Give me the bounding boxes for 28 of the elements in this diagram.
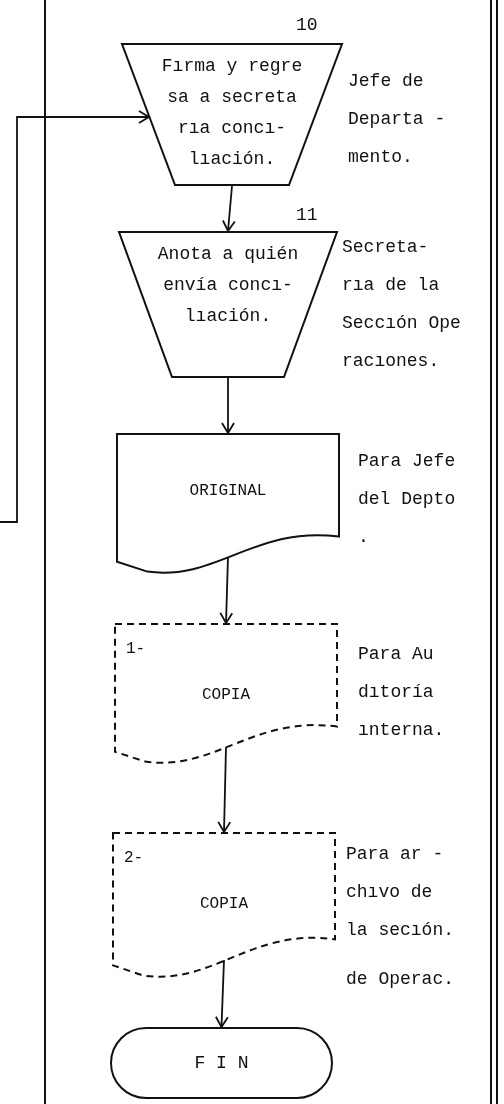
side-note: Para Au dıtoría ınterna. [358,643,446,742]
node-text: F I N [194,1052,249,1074]
document-shape [116,433,340,573]
document-shape [112,832,336,977]
step-number: 2- [124,848,144,868]
arrow [222,185,236,232]
side-note: Jefe de Departa - mento. [348,70,447,169]
document-shape [114,623,338,763]
manual-operation-trapezoid [118,231,338,378]
node-text: Anota a quién envía concı- lıación. [156,243,300,328]
step-number: 11 [296,204,319,227]
step-number: 10 [296,14,319,37]
manual-operation-trapezoid [121,43,343,186]
node-text: COPIA [199,894,249,914]
step-number: 1- [126,639,146,659]
arrow [219,556,234,624]
arrow [217,746,232,833]
side-note: Para ar - chıvo de la secıón. [346,843,456,942]
arrow [0,110,150,523]
side-note: Secreta- rıa de la Seccıón Ope racıones. [342,236,462,373]
node-text: Fırma y regre sa a secreta rıa concı- lıación. [160,55,304,171]
side-note: de Operac. [346,968,456,991]
arrow [215,959,229,1028]
side-note: Para Jefe del Depto . [358,450,457,549]
node-text: COPIA [201,685,251,705]
terminator-shape [110,1027,333,1099]
arrow [221,377,235,434]
node-text: ORIGINAL [189,481,267,501]
